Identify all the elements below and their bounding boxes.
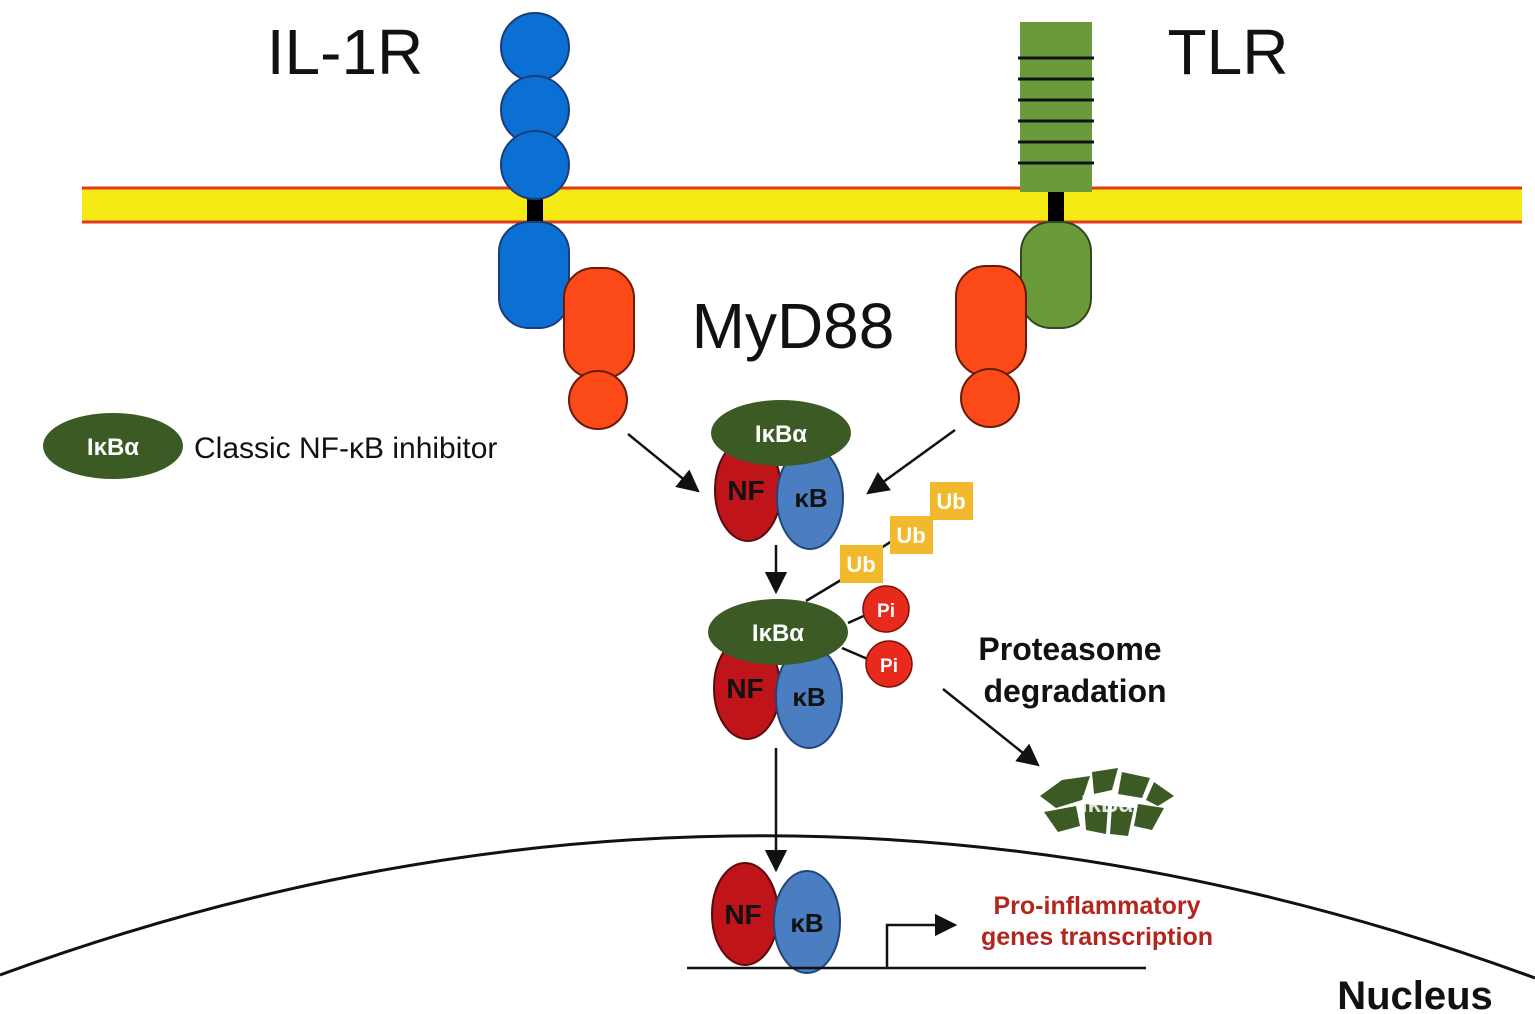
degraded-ikba-label: IκBα [1081,791,1133,818]
kb-subunit [773,870,841,974]
arrow-to-degradation [942,688,1040,767]
complex-mid: IκBα NF κB [708,599,848,749]
legend-description: Classic NF-κB inhibitor [194,432,497,465]
complex-nucleus: NF κB [711,862,841,974]
arrow-left-to-complex [627,433,700,493]
ikba-protein [708,599,848,665]
myd88-right [955,265,1027,428]
arrow-right-to-complex [866,428,956,495]
tlr-receptor [1018,22,1094,329]
phosphate-groups: Pi Pi [862,585,913,688]
nucleus-label: Nucleus [1337,974,1493,1014]
nuclear-envelope [0,834,1535,980]
nf-label: NF [727,475,764,506]
nf-label: NF [726,673,763,704]
ikba-label: IκBα [752,620,804,647]
cell-membrane [82,186,1522,224]
degraded-ikba: IκBα [1040,768,1174,836]
il1r-receptor [498,12,570,329]
il1r-label: IL-1R [267,16,424,88]
ikba-label: IκBα [755,421,807,448]
ubiquitin-label: Ub [896,523,925,548]
myd88-left [563,267,635,430]
transcription-label-line1: Pro-inflammatory [994,892,1201,920]
ubiquitin-label: Ub [846,552,875,577]
ubiquitin-tags: Ub Ub Ub [840,482,973,583]
legend: IκBα Classic NF-κB inhibitor [43,413,497,479]
transcription-start-arrow [885,913,958,968]
ubiquitin-label: Ub [936,489,965,514]
kb-label: κB [790,908,823,938]
proteasome-label-line2: degradation [983,673,1166,709]
myd88-label: MyD88 [692,290,895,362]
nf-label: NF [724,899,761,930]
legend-ikba-symbol [43,413,183,479]
complex-top: IκBα NF κB [711,400,851,550]
transcription-label-line2: genes transcription [981,923,1213,951]
phosphate-label: Pi [880,656,898,677]
legend-ikba-label: IκBα [87,434,139,461]
ikba-protein [711,400,851,466]
proteasome-label-line1: Proteasome [978,631,1161,667]
tlr-label: TLR [1168,16,1289,88]
kb-label: κB [794,483,827,513]
kb-label: κB [792,682,825,712]
phosphate-label: Pi [877,601,895,622]
